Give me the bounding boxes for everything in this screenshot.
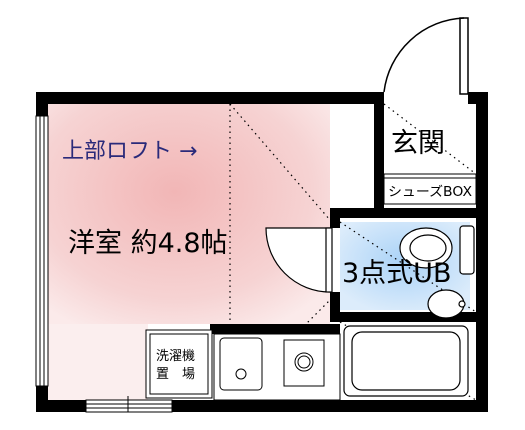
bottom-window — [85, 396, 173, 413]
toilet-tank — [459, 225, 475, 275]
entrance-label: 玄関 — [391, 128, 445, 159]
left-window — [35, 115, 49, 387]
entrance-door — [383, 17, 469, 95]
washer-label-line2: 置 場 — [156, 367, 195, 382]
room-floor-fill — [48, 104, 330, 324]
sink — [219, 337, 263, 391]
washer-label-line1: 洗濯機 — [156, 349, 195, 364]
loft-label: 上部ロフト → — [62, 139, 197, 164]
room-floor-fill-lower — [48, 324, 148, 400]
bath-fixtures — [343, 225, 475, 397]
walls — [36, 92, 488, 412]
shoebox-label: シューズBOX — [388, 184, 472, 200]
room-door — [265, 227, 333, 293]
kitchen-counter — [213, 333, 341, 401]
washer-area — [145, 329, 213, 399]
shoe-box — [383, 173, 477, 205]
room-label: 洋室 約4.8帖 — [68, 228, 228, 259]
bath-label: 3点式UB — [342, 258, 451, 289]
